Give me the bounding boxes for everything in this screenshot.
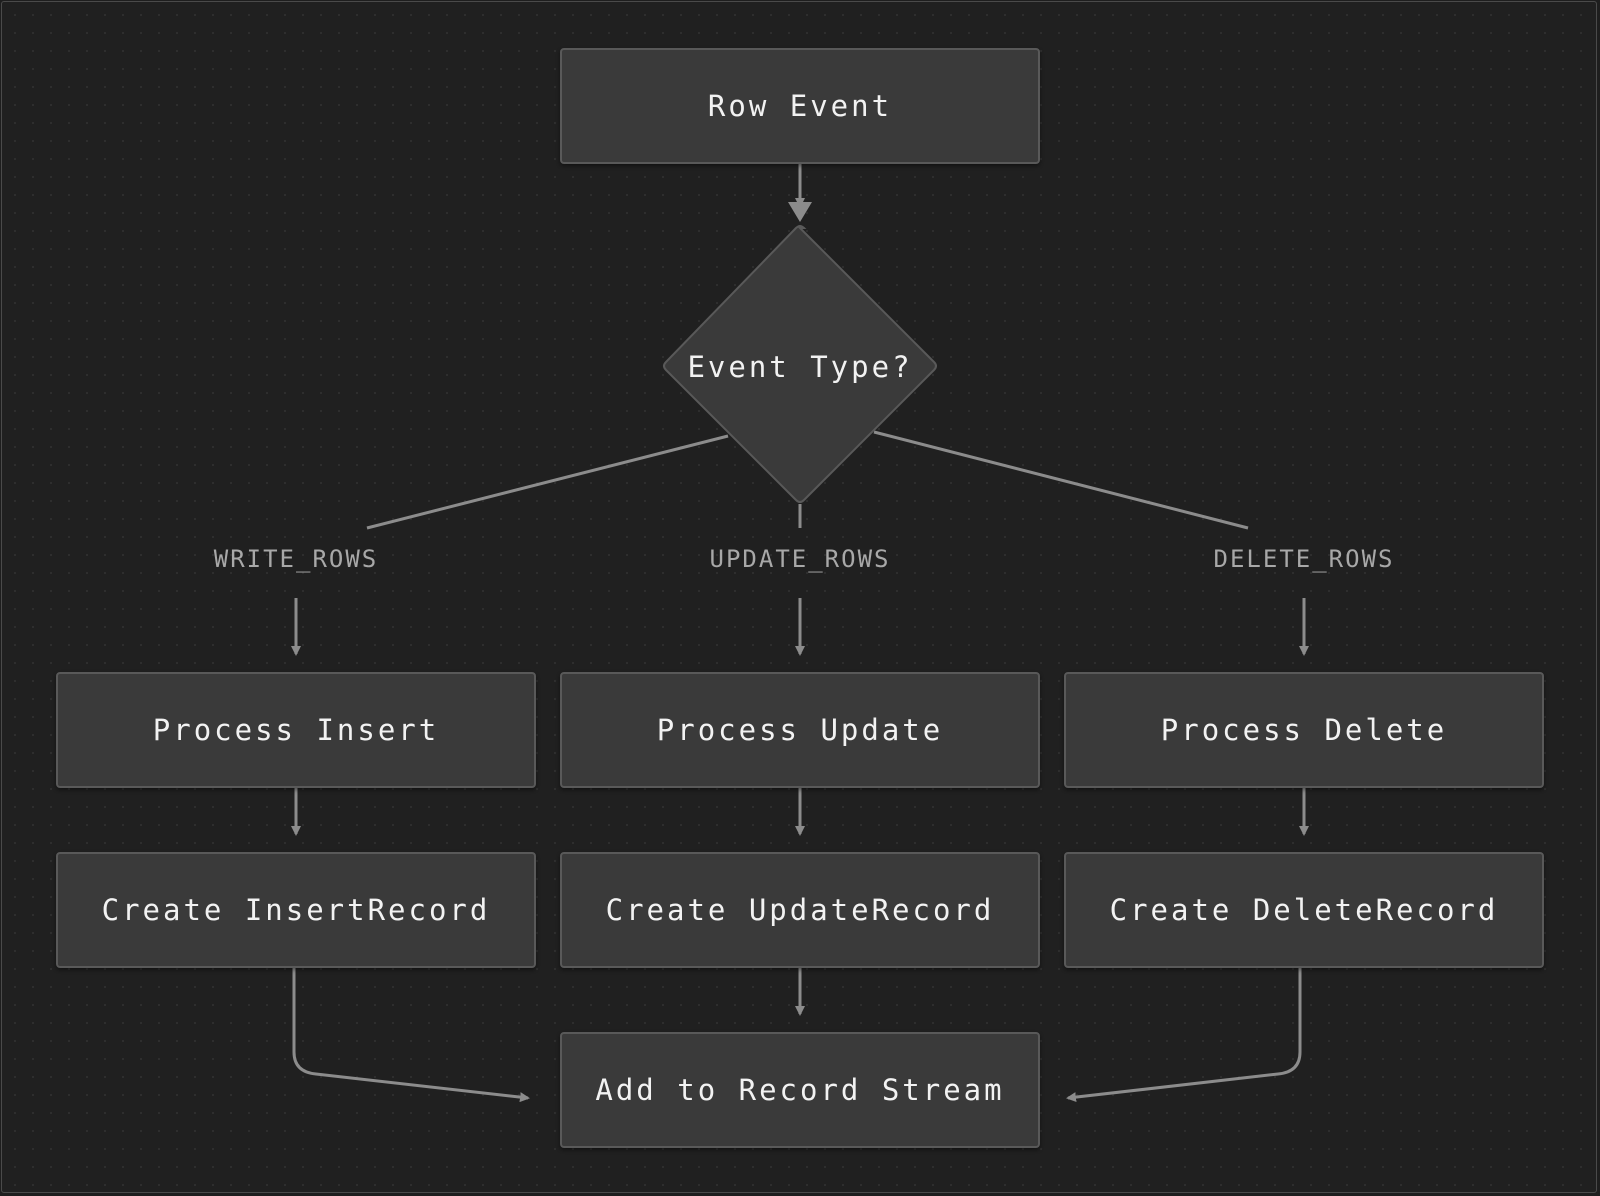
decision-label: Event Type? — [687, 350, 913, 384]
process-update-label: Process Update — [656, 713, 944, 747]
create-update-record-label: Create UpdateRecord — [605, 893, 995, 927]
edge-label-delete-rows: DELETE_ROWS — [1213, 545, 1395, 573]
edge-label-write-rows: WRITE_ROWS — [213, 545, 379, 573]
edge-label-update-rows: UPDATE_ROWS — [709, 545, 891, 573]
edge-create-insert-to-end — [292, 968, 530, 1103]
create-insert-record-node[interactable]: Create InsertRecord — [56, 852, 536, 968]
process-insert-node[interactable]: Process Insert — [56, 672, 536, 788]
process-update-node[interactable]: Process Update — [560, 672, 1040, 788]
process-delete-node[interactable]: Process Delete — [1064, 672, 1544, 788]
create-update-record-node[interactable]: Create UpdateRecord — [560, 852, 1040, 968]
process-insert-label: Process Insert — [152, 713, 440, 747]
start-node[interactable]: Row Event — [560, 48, 1040, 164]
process-delete-label: Process Delete — [1160, 713, 1448, 747]
edge-decision-to-write — [366, 434, 729, 530]
create-delete-record-label: Create DeleteRecord — [1109, 893, 1499, 927]
arrowhead-start-to-decision — [788, 202, 812, 222]
create-insert-record-label: Create InsertRecord — [101, 893, 491, 927]
create-delete-record-node[interactable]: Create DeleteRecord — [1064, 852, 1544, 968]
edge-decision-to-delete — [873, 430, 1249, 530]
end-node[interactable]: Add to Record Stream — [560, 1032, 1040, 1148]
end-node-label: Add to Record Stream — [595, 1073, 1005, 1107]
edge-create-delete-to-end — [1066, 968, 1302, 1103]
decision-diamond — [663, 225, 937, 503]
start-node-label: Row Event — [707, 89, 893, 123]
